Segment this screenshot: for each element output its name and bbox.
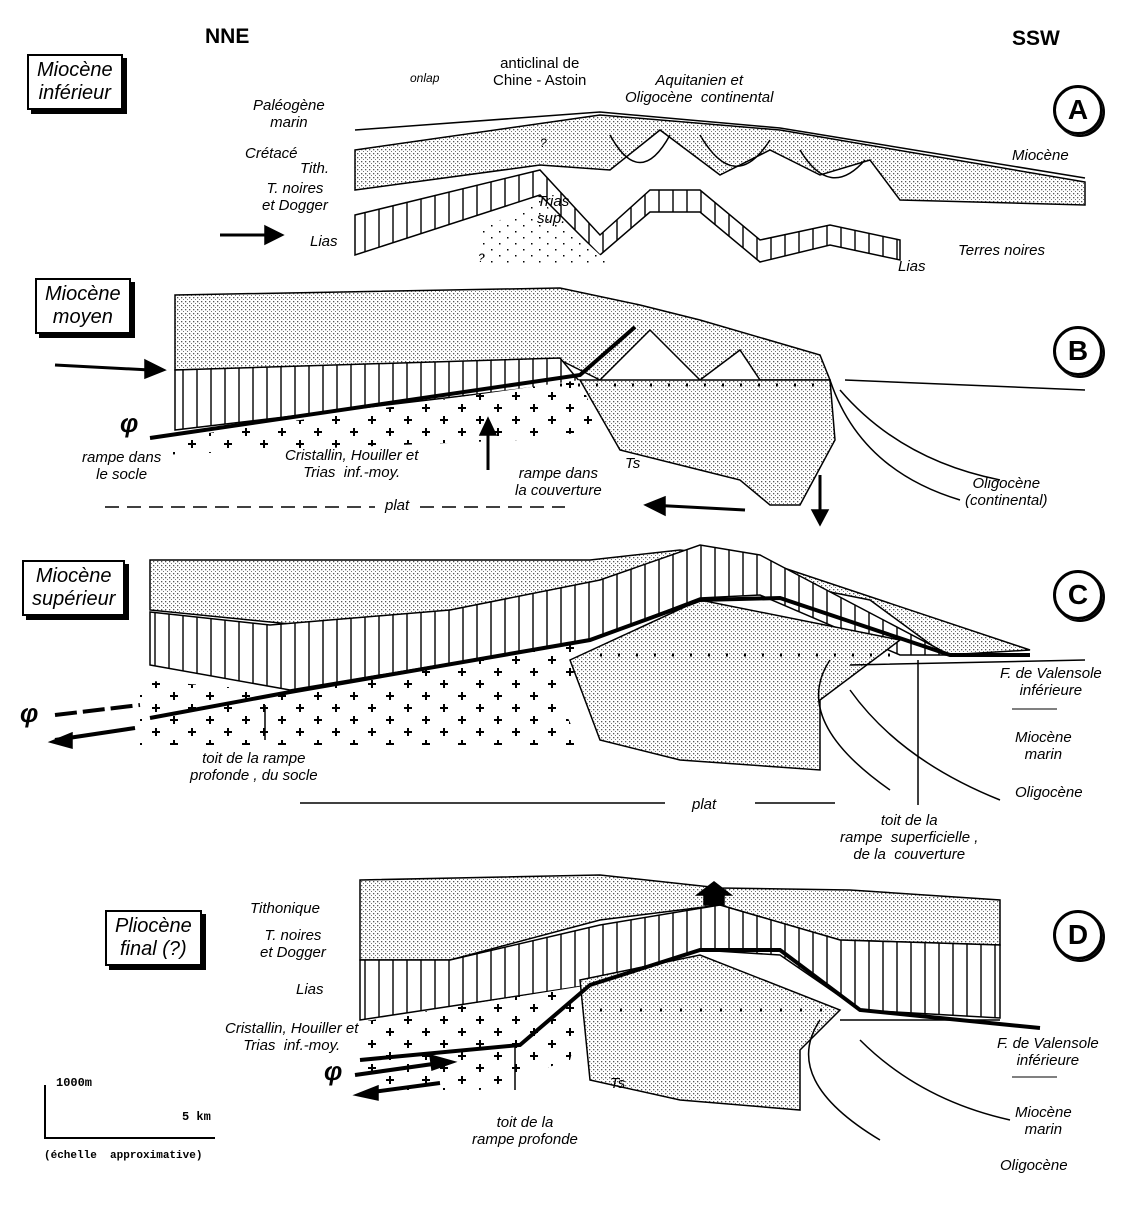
panel-letter-a: A <box>1053 85 1103 135</box>
label-tithonique: Tithonique <box>250 900 320 917</box>
label-oligocene-d: Oligocène <box>1000 1157 1068 1174</box>
label-valensole-c: F. de Valensole inférieure <box>1000 665 1102 699</box>
label-ts-d: Ts <box>610 1075 626 1092</box>
stage-label-d: Pliocène final (?) <box>105 910 202 966</box>
label-oligocene-c: Oligocène <box>1015 784 1083 801</box>
stage-label-b: Miocène moyen <box>35 278 131 334</box>
label-plat-c: plat <box>692 796 717 813</box>
scale-vertical-label: 1000m <box>56 1076 93 1090</box>
label-dash-d: ——— <box>1012 1068 1057 1085</box>
orientation-left: NNE <box>205 25 250 48</box>
phi-symbol-d: φ <box>324 1056 343 1086</box>
scale-horizontal-label: 5 km <box>182 1110 211 1124</box>
label-lias-a: Lias <box>310 233 338 250</box>
label-ts-b: Ts <box>625 455 641 472</box>
stage-label-c: Miocène supérieur <box>22 560 126 616</box>
scale-note: (échelle approximative) <box>44 1150 203 1162</box>
orientation-right: SSW <box>1012 27 1060 50</box>
label-onlap: onlap <box>410 71 440 85</box>
panel-c-fold <box>569 599 902 771</box>
label-lias-d: Lias <box>296 981 324 998</box>
label-miocene-marin-d: Miocène marin <box>1015 1104 1072 1138</box>
label-question-2: ? <box>478 251 485 265</box>
panel-b-fold <box>578 379 836 506</box>
stage-label-a: Miocène inférieur <box>27 54 123 110</box>
label-tnoires-a: T. noires et Dogger <box>262 180 328 214</box>
label-question-1: ? <box>540 136 547 150</box>
label-tith: Tith. <box>300 160 330 177</box>
panel-letter-c: C <box>1053 570 1103 620</box>
label-miocene-marin-c: Miocène marin <box>1015 729 1072 763</box>
label-aquitanien: Aquitanien et Oligocène continental <box>625 72 774 106</box>
label-tnoires-d: T. noires et Dogger <box>260 927 326 961</box>
label-rampe-couverture: rampe dans la couverture <box>515 465 602 499</box>
panel-d-basement <box>360 985 590 1090</box>
label-dash-c: ——— <box>1012 700 1057 717</box>
panel-d-fold <box>579 954 842 1111</box>
panel-a-hatch <box>354 169 901 263</box>
label-toit-rampe-profonde-c: toit de la rampe profonde , du socle <box>190 750 318 784</box>
phi-symbol-c: φ <box>20 698 39 728</box>
panel-c-fault <box>149 595 1030 720</box>
label-valensole-d: F. de Valensole inférieure <box>997 1035 1099 1069</box>
panel-b-basement <box>160 380 600 455</box>
panel-letter-d: D <box>1053 910 1103 960</box>
label-anticline: anticlinal de Chine - Astoin <box>493 55 587 89</box>
label-terres-noires: Terres noires <box>958 242 1045 259</box>
label-oligocene-b: Oligocène (continental) <box>965 475 1048 509</box>
label-rampe-socle: rampe dans le socle <box>82 449 162 483</box>
panel-a-top <box>354 111 1086 179</box>
label-lias-a2: Lias <box>898 258 926 275</box>
panel-letter-b: B <box>1053 326 1103 376</box>
panel-a-basement <box>480 200 620 265</box>
label-trias-sup: Trias sup. <box>537 193 570 227</box>
label-cristallin-d: Cristallin, Houiller et Trias inf.-moy. <box>225 1020 359 1054</box>
scale-bar <box>44 1085 215 1139</box>
panel-b-fault <box>149 325 637 440</box>
label-paleogene: Paléogène marin <box>253 97 325 131</box>
label-cristallin-b: Cristallin, Houiller et Trias inf.-moy. <box>285 447 419 481</box>
label-plat-b: plat <box>385 497 410 514</box>
panel-b-stipple <box>174 287 832 381</box>
panel-d-fault <box>359 948 1041 1062</box>
panel-c-basement <box>140 640 590 745</box>
phi-symbol-b: φ <box>120 408 139 438</box>
label-toit-rampe-superficielle: toit de la rampe superficielle , de la c… <box>840 812 979 863</box>
label-cretace: Crétacé <box>245 145 298 162</box>
label-miocene-a: Miocène <box>1012 147 1069 164</box>
label-toit-rampe-profonde-d: toit de la rampe profonde <box>472 1114 578 1148</box>
